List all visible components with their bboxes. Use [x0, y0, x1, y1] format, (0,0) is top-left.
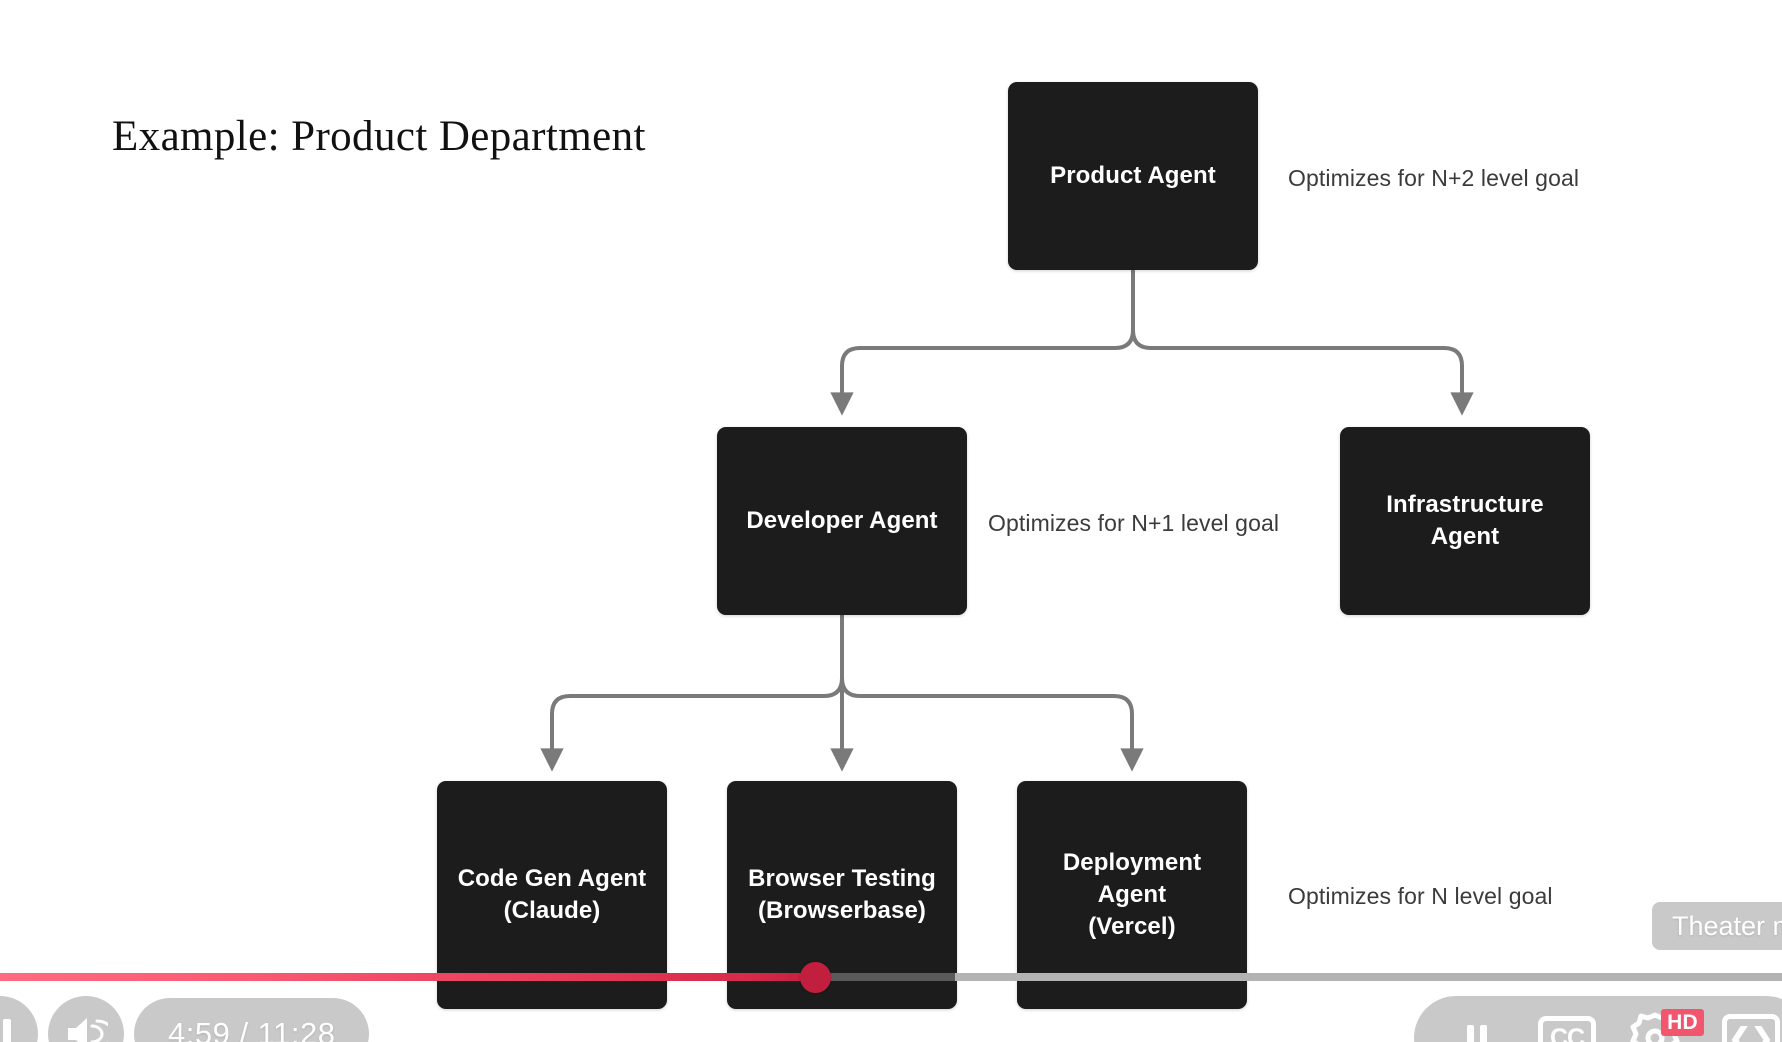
captions-button[interactable]: CC	[1538, 1016, 1596, 1042]
page-title: Example: Product Department	[112, 113, 646, 160]
node-label: Developer Agent	[746, 507, 938, 535]
player-controls-right: CC HD ❮❯	[1414, 996, 1782, 1042]
node-product-agent[interactable]: Product Agent	[1008, 82, 1258, 270]
time-display: 4:59 / 11:28	[134, 998, 370, 1042]
pause-button[interactable]	[0, 996, 38, 1042]
theater-icon: ❮❯	[1728, 1022, 1774, 1042]
node-browser-testing-agent[interactable]: Browser Testing (Browserbase)	[727, 781, 957, 1009]
node-infrastructure-agent[interactable]: Infrastructure Agent	[1340, 427, 1590, 615]
pause-button-right[interactable]	[1442, 1003, 1512, 1042]
node-developer-agent[interactable]: Developer Agent	[717, 427, 967, 615]
cc-icon: CC	[1549, 1023, 1585, 1042]
annotation-n-plus-1: Optimizes for N+1 level goal	[988, 510, 1280, 536]
node-label: Infrastructure Agent	[1386, 491, 1544, 550]
theater-mode-button[interactable]: ❮❯	[1722, 1014, 1780, 1042]
pause-icon	[1467, 1025, 1487, 1042]
player-controls-group: CC HD ❮❯	[1414, 996, 1782, 1042]
node-label: Deployment Agent (Vercel)	[1062, 849, 1202, 940]
node-label: Browser Testing (Browserbase)	[748, 865, 936, 924]
tooltip-label: Theater m	[1672, 910, 1782, 941]
video-progress-bar[interactable]	[0, 961, 1782, 993]
node-code-gen-agent[interactable]: Code Gen Agent (Claude)	[437, 781, 667, 1009]
player-controls-left: 4:59 / 11:28	[0, 996, 370, 1042]
node-deployment-agent[interactable]: Deployment Agent (Vercel)	[1017, 781, 1247, 1009]
volume-button[interactable]	[48, 996, 124, 1042]
settings-button[interactable]: HD	[1622, 1007, 1704, 1042]
volume-icon	[68, 1018, 108, 1042]
hd-badge: HD	[1661, 1009, 1704, 1037]
theater-mode-tooltip: Theater m	[1652, 902, 1782, 950]
annotation-n-level: Optimizes for N level goal	[1288, 883, 1553, 909]
node-label: Code Gen Agent (Claude)	[457, 865, 647, 924]
node-label: Product Agent	[1050, 162, 1216, 190]
pause-icon	[3, 1019, 11, 1042]
annotation-n-plus-2: Optimizes for N+2 level goal	[1288, 165, 1580, 191]
progress-scrubber-handle[interactable]	[799, 961, 831, 993]
progress-played	[0, 973, 815, 981]
time-display-label: 4:59 / 11:28	[168, 1016, 336, 1042]
